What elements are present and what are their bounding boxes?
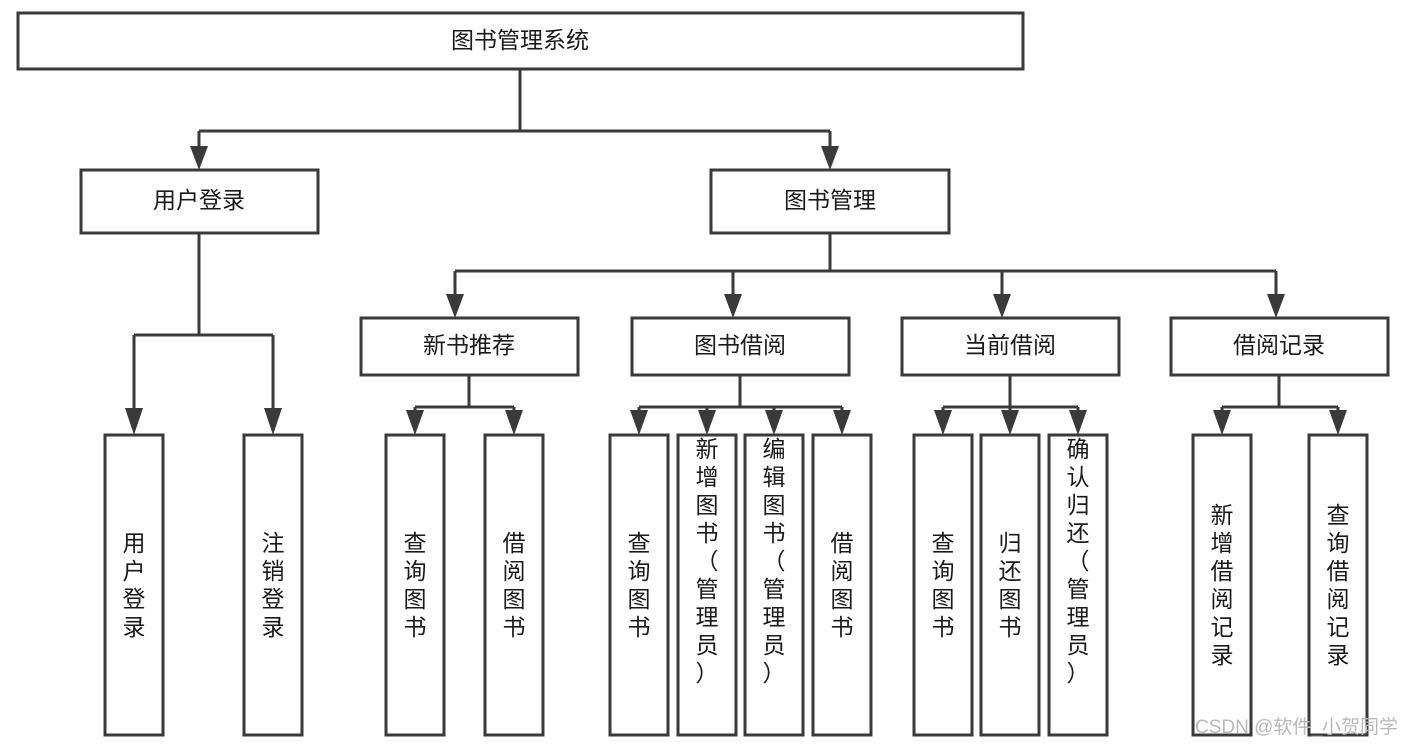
arrow-head-leaf-new-2 xyxy=(505,410,523,435)
node-leaf-new-2-box[interactable] xyxy=(483,433,545,737)
node-leaf-borrow-2-label: 新增图书（管理员） xyxy=(696,436,719,686)
node-leaf-current-2-box[interactable] xyxy=(979,433,1041,737)
arrow-head-leaf-borrow-3 xyxy=(765,410,783,435)
arrow-head-leaf-login-1 xyxy=(125,408,143,435)
node-leaf-records-2[interactable]: 查询借阅记录 xyxy=(1307,433,1369,737)
node-leaf-borrow-1-box[interactable] xyxy=(608,433,670,737)
node-bookmgmt[interactable]: 图书管理 xyxy=(709,168,951,235)
node-leaf-borrow-2-box[interactable] xyxy=(676,433,738,737)
node-current-box[interactable] xyxy=(900,316,1121,377)
node-records-box[interactable] xyxy=(1169,316,1390,377)
node-root[interactable]: 图书管理系统 xyxy=(16,11,1025,71)
arrow-head-leaf-records-2 xyxy=(1329,410,1347,435)
node-borrow-label: 图书借阅 xyxy=(694,332,786,358)
node-leaf-borrow-3-label: 编辑图书（管理员） xyxy=(763,436,786,686)
arrow-head-borrow xyxy=(724,294,742,318)
node-newbook-label: 新书推荐 xyxy=(423,332,515,358)
arrow-head-leaf-borrow-4 xyxy=(833,410,851,435)
node-root-label: 图书管理系统 xyxy=(451,27,589,53)
arrow-head-bookmgmt xyxy=(821,146,839,170)
node-leaf-new-2[interactable]: 借阅图书 xyxy=(483,433,545,737)
node-records-label: 借阅记录 xyxy=(1233,332,1325,358)
node-leaf-current-1-box[interactable] xyxy=(912,433,974,737)
node-leaf-new-2-label: 借阅图书 xyxy=(503,530,526,640)
node-current-label: 当前借阅 xyxy=(964,332,1056,358)
node-leaf-current-3-label: 确认归还（管理员） xyxy=(1067,436,1090,686)
node-leaf-login-2[interactable]: 注销登录 xyxy=(242,433,304,737)
node-leaf-current-2-label: 归还图书 xyxy=(999,530,1022,640)
node-leaf-borrow-4-label: 借阅图书 xyxy=(831,530,854,640)
node-root-box[interactable] xyxy=(16,11,1025,71)
node-leaf-borrow-3-box[interactable] xyxy=(743,433,805,737)
node-leaf-borrow-1[interactable]: 查询图书 xyxy=(608,433,670,737)
node-leaf-borrow-4-box[interactable] xyxy=(811,433,873,737)
node-borrow-box[interactable] xyxy=(630,316,851,377)
node-leaf-new-1[interactable]: 查询图书 xyxy=(384,433,446,737)
connector-layer xyxy=(125,69,1347,435)
node-leaf-login-1[interactable]: 用户登录 xyxy=(103,433,165,737)
node-records[interactable]: 借阅记录 xyxy=(1169,316,1390,377)
node-leaf-login-1-box[interactable] xyxy=(103,433,165,737)
node-leaf-records-2-label: 查询借阅记录 xyxy=(1327,502,1350,668)
node-leaf-login-2-box[interactable] xyxy=(242,433,304,737)
node-newbook-box[interactable] xyxy=(359,316,580,377)
node-leaf-current-2[interactable]: 归还图书 xyxy=(979,433,1041,737)
node-bookmgmt-box[interactable] xyxy=(709,168,951,235)
arrow-head-leaf-current-3 xyxy=(1069,410,1087,435)
node-leaf-records-1-box[interactable] xyxy=(1191,433,1253,737)
node-leaf-records-1-label: 新增借阅记录 xyxy=(1211,502,1234,668)
node-leaf-current-3[interactable]: 确认归还（管理员） xyxy=(1047,433,1109,737)
node-bookmgmt-label: 图书管理 xyxy=(784,187,876,213)
arrow-head-leaf-new-1 xyxy=(406,410,424,435)
node-leaf-new-1-label: 查询图书 xyxy=(404,530,427,640)
node-leaf-borrow-4[interactable]: 借阅图书 xyxy=(811,433,873,737)
arrow-head-leaf-borrow-2 xyxy=(698,410,716,435)
node-login[interactable]: 用户登录 xyxy=(79,168,320,235)
node-leaf-records-2-box[interactable] xyxy=(1307,433,1369,737)
node-newbook[interactable]: 新书推荐 xyxy=(359,316,580,377)
arrow-head-leaf-current-1 xyxy=(934,410,952,435)
node-leaf-login-2-label: 注销登录 xyxy=(262,530,285,640)
arrow-head-leaf-records-1 xyxy=(1213,410,1231,435)
node-leaf-records-1[interactable]: 新增借阅记录 xyxy=(1191,433,1253,737)
node-login-label: 用户登录 xyxy=(153,187,245,213)
node-leaf-current-1[interactable]: 查询图书 xyxy=(912,433,974,737)
csdn-watermark: CSDN @软件_小贺同学 xyxy=(1195,716,1398,738)
arrow-head-leaf-login-2 xyxy=(264,408,282,435)
node-leaf-new-1-box[interactable] xyxy=(384,433,446,737)
node-leaf-borrow-3[interactable]: 编辑图书（管理员） xyxy=(743,433,805,737)
node-leaf-current-1-label: 查询图书 xyxy=(932,530,955,640)
arrow-head-newbook xyxy=(446,294,464,318)
node-borrow[interactable]: 图书借阅 xyxy=(630,316,851,377)
node-current[interactable]: 当前借阅 xyxy=(900,316,1121,377)
arrow-head-leaf-current-2 xyxy=(1001,410,1019,435)
node-leaf-borrow-2[interactable]: 新增图书（管理员） xyxy=(676,433,738,737)
node-login-box[interactable] xyxy=(79,168,320,235)
arrow-head-records xyxy=(1267,294,1285,318)
node-leaf-borrow-1-label: 查询图书 xyxy=(628,530,651,640)
node-leaf-login-1-label: 用户登录 xyxy=(123,530,146,640)
arrow-head-login xyxy=(190,146,208,170)
node-leaf-current-3-box[interactable] xyxy=(1047,433,1109,737)
arrow-head-leaf-borrow-1 xyxy=(630,410,648,435)
arrow-head-current xyxy=(993,294,1011,318)
